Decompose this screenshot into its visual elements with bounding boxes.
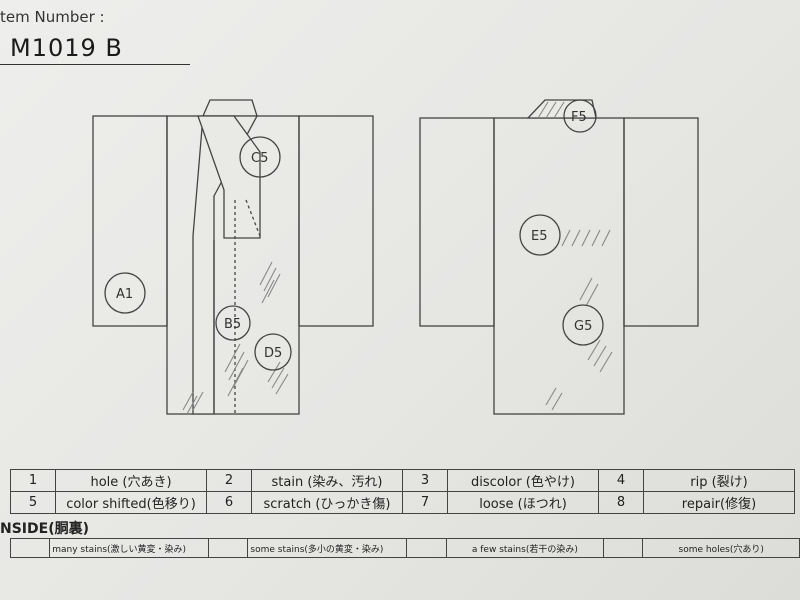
back-left-sleeve [419, 117, 495, 327]
item-number-underline [0, 64, 190, 65]
annotation-label-f5: F5 [571, 110, 587, 125]
inside-option-label: a few stains(若干の染み) [445, 538, 605, 558]
back-collar [526, 99, 597, 119]
legend-number: 2 [206, 469, 252, 492]
inside-checkbox[interactable] [208, 538, 249, 558]
inside-option-label: some holes(穴あり) [642, 538, 800, 558]
inside-checkbox[interactable] [9, 538, 51, 558]
front-collar [192, 99, 261, 415]
back-view: F5 E5 G5 [419, 99, 699, 415]
legend-label: loose (ほつれ) [447, 491, 599, 514]
legend-label: scratch (ひっかき傷) [251, 491, 403, 514]
legend-label: color shifted(色移り) [55, 491, 207, 514]
inside-heading: NSIDE(胴裏) [0, 521, 89, 537]
kimono-diagram: C5 A1 B5 D5 F5 E5 G5 [92, 99, 699, 415]
annotation-circle-d5 [254, 333, 292, 371]
annotation-label-a1: A1 [116, 287, 133, 302]
inside-checkbox[interactable] [603, 538, 644, 558]
item-number-label: tem Number : [0, 8, 105, 26]
back-right-sleeve [623, 117, 699, 327]
back-hatching [537, 101, 613, 411]
legend-number: 3 [402, 469, 448, 492]
annotation-label-b5: B5 [224, 317, 241, 332]
annotation-circle-e5 [519, 214, 561, 256]
front-hatching [182, 261, 289, 415]
annotation-circle-f5 [563, 99, 597, 133]
damage-legend-table: 1 hole (穴あき) 2 stain (染み、汚れ) 3 discolor … [10, 469, 795, 514]
annotation-circle-b5 [215, 305, 251, 341]
legend-number: 5 [10, 491, 56, 514]
legend-number: 6 [206, 491, 252, 514]
legend-row: 1 hole (穴あき) 2 stain (染み、汚れ) 3 discolor … [10, 469, 795, 492]
annotation-label-e5: E5 [531, 229, 548, 244]
legend-label: hole (穴あき) [55, 469, 207, 492]
inside-checkbox[interactable] [406, 538, 447, 558]
inside-condition-table: many stains(激しい黄変・染み) some stains(多小の黄変・… [9, 538, 800, 558]
inside-option-label: many stains(激しい黄変・染み) [49, 538, 210, 558]
legend-label: stain (染み、汚れ) [251, 469, 403, 492]
inside-option-label: some stains(多小の黄変・染み) [247, 538, 408, 558]
front-right-sleeve [298, 115, 374, 327]
back-body [493, 117, 625, 415]
legend-number: 4 [598, 469, 644, 492]
legend-label: rip (裂け) [643, 469, 795, 492]
inside-row: many stains(激しい黄変・染み) some stains(多小の黄変・… [9, 538, 800, 558]
annotation-label-d5: D5 [264, 346, 282, 361]
annotation-circle-a1 [104, 272, 146, 314]
legend-number: 7 [402, 491, 448, 514]
legend-number: 1 [10, 469, 56, 492]
annotation-circle-c5 [239, 136, 281, 178]
annotation-label-c5: C5 [251, 151, 268, 166]
front-view: C5 A1 B5 D5 [92, 99, 374, 415]
annotation-label-g5: G5 [574, 319, 592, 334]
legend-label: discolor (色やけ) [447, 469, 599, 492]
legend-number: 8 [598, 491, 644, 514]
legend-row: 5 color shifted(色移り) 6 scratch (ひっかき傷) 7… [10, 491, 795, 514]
legend-label: repair(修復) [643, 491, 795, 514]
item-number-value: M1019 B [10, 34, 123, 62]
annotation-circle-g5 [562, 304, 604, 346]
